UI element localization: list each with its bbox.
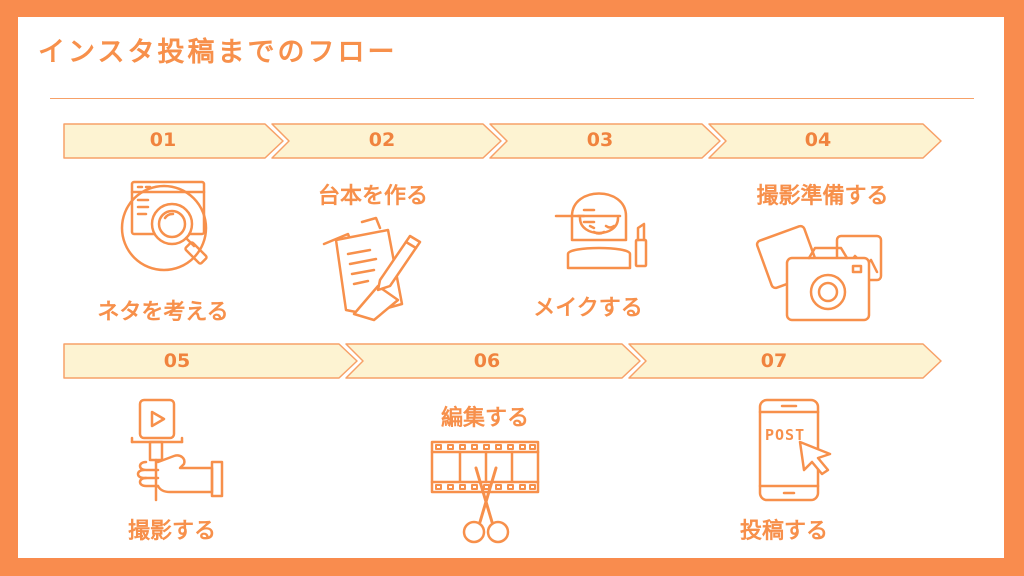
- step-number-04: 04: [804, 129, 832, 151]
- arrow-segment-03: [489, 123, 721, 159]
- step-label-01: ネタを考える: [97, 300, 229, 325]
- page-title: インスタ投稿までのフロー: [38, 37, 398, 68]
- phone-screen-post-text: POST: [765, 426, 806, 444]
- camera-photos-icon: [755, 214, 887, 330]
- step-label-03: メイクする: [533, 296, 643, 321]
- arrow-segment-05: [63, 343, 358, 379]
- smartphone-post-icon: POST: [756, 398, 842, 508]
- arrow-segment-01: [63, 123, 284, 159]
- step-label-06: 編集する: [440, 406, 529, 431]
- arrow-segment-04: [708, 123, 942, 159]
- selfie-stick-icon: [118, 396, 228, 510]
- step-number-07: 07: [760, 350, 788, 372]
- arrow-segment-06: [345, 343, 641, 379]
- document-pen-icon: [318, 214, 428, 326]
- arrow-segment-02: [271, 123, 502, 159]
- step-number-03: 03: [586, 129, 614, 151]
- step-label-04: 撮影準備する: [756, 184, 889, 209]
- step-number-01: 01: [149, 129, 177, 151]
- makeup-woman-icon: [550, 176, 660, 280]
- step-label-05: 撮影する: [127, 519, 216, 544]
- title-divider: [50, 98, 974, 99]
- magnifier-browser-icon: [118, 176, 228, 290]
- step-number-05: 05: [163, 350, 191, 372]
- step-number-06: 06: [473, 350, 501, 372]
- step-label-07: 投稿する: [739, 519, 828, 544]
- film-scissors-icon: [430, 438, 542, 552]
- step-number-02: 02: [368, 129, 396, 151]
- step-label-02: 台本を作る: [317, 184, 428, 209]
- arrow-segment-07: [628, 343, 942, 379]
